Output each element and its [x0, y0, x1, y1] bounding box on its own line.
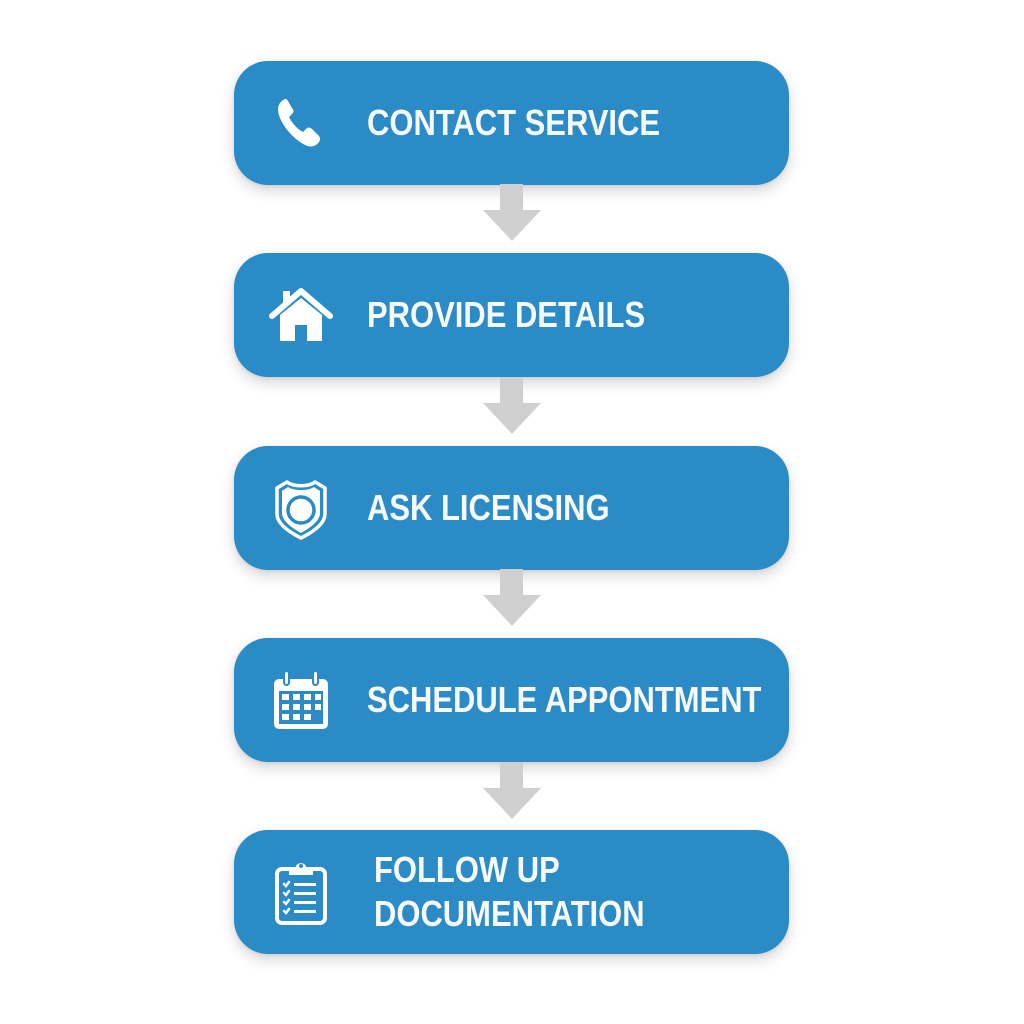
- phone-icon: [268, 90, 334, 156]
- step-schedule-appointment: SCHEDULE APPONTMENT: [234, 638, 789, 762]
- step-label: ASK LICENSING: [367, 487, 610, 528]
- step-label: FOLLOW UP DOCUMENTATION: [374, 849, 645, 934]
- arrow-down-icon: [483, 377, 541, 434]
- step-label: CONTACT SERVICE: [367, 102, 661, 143]
- step-label: SCHEDULE APPONTMENT: [367, 679, 762, 720]
- calendar-icon: [268, 667, 334, 733]
- step-follow-up-documentation: FOLLOW UP DOCUMENTATION: [234, 830, 789, 954]
- step-contact-service: CONTACT SERVICE: [234, 61, 789, 185]
- clipboard-checklist-icon: [268, 859, 334, 925]
- step-provide-details: PROVIDE DETAILS: [234, 253, 789, 377]
- house-icon: [268, 282, 334, 348]
- arrow-down-icon: [483, 184, 541, 241]
- step-label: PROVIDE DETAILS: [367, 294, 646, 335]
- arrow-down-icon: [483, 569, 541, 626]
- arrow-down-icon: [483, 762, 541, 819]
- badge-icon: [268, 475, 334, 541]
- step-ask-licensing: ASK LICENSING: [234, 446, 789, 570]
